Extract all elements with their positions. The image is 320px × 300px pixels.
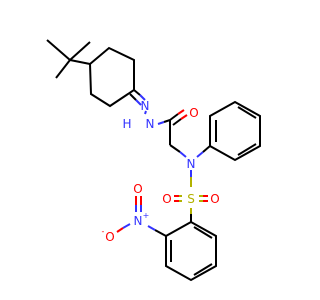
phenyl-ring (209, 100, 261, 162)
methylene-n-bond (169, 144, 187, 158)
nitro-nitrogen-label: N (134, 214, 143, 228)
nitro-oxygen-top-label: O (133, 182, 142, 196)
sulfur-label: S (187, 192, 195, 206)
sulfonyl-oxygen-left-label: O (162, 192, 171, 206)
sulfonyl-o-left-bond (174, 195, 182, 202)
nitro-oxygen-minus-label: O (105, 230, 114, 244)
imine-nitrogen-label: N (141, 99, 150, 113)
hydrazide-hydrogen-label: H (122, 117, 131, 131)
amide-oxygen-label: O (189, 106, 198, 120)
sulfonyl-oxygen-right-label: O (210, 192, 219, 206)
hydrazone-double-bond (129, 89, 146, 106)
n-phenyl-bond (196, 145, 211, 158)
tert-butyl-group (46, 39, 91, 79)
aryl-nitro-bond (147, 225, 167, 237)
amine-nitrogen-label: N (187, 157, 196, 171)
nitro-single-bond (116, 223, 131, 233)
nitro-nitrogen-charge: + (143, 211, 150, 220)
nitro-oxygen-charge: - (102, 227, 105, 236)
nitrobenzene-ring (165, 220, 217, 282)
nitro-double-bond (135, 196, 142, 212)
sulfonyl-o-right-bond (199, 195, 208, 202)
carbonyl-double-bond (169, 109, 188, 126)
molecule-structure-diagram: N H N O N S O O N + O O - (46, 39, 261, 282)
n-n-bond (144, 110, 147, 115)
cyclohexylidene-ring (88, 46, 135, 108)
amide-bond (157, 119, 171, 125)
hydrazide-nitrogen-label: N (146, 117, 155, 131)
